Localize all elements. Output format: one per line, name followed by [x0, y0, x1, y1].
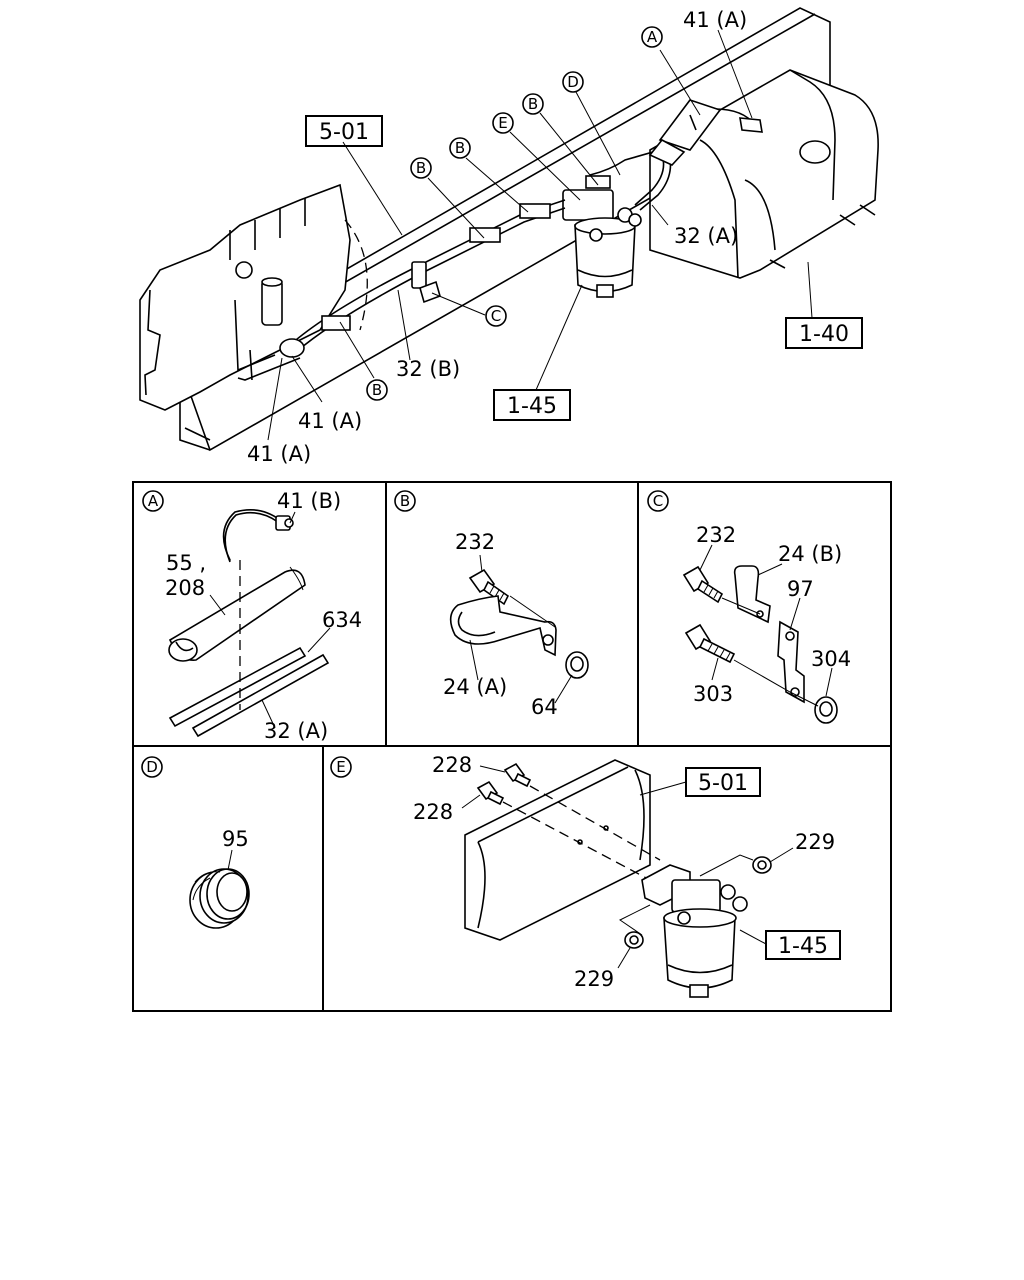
svg-text:B: B [528, 95, 538, 113]
main-assembly-view: 5-01 1-40 1-45 A D B E B [139, 7, 879, 466]
svg-text:E: E [336, 758, 345, 776]
svg-text:B: B [372, 381, 382, 399]
label-pipe-right: 32 (A) [674, 224, 738, 248]
callout-e[interactable]: E [492, 112, 514, 134]
svg-text:D: D [567, 73, 579, 91]
label-e-bolt-bottom: 228 [413, 800, 453, 824]
panel-e-letter[interactable]: E [330, 756, 352, 778]
svg-text:B: B [416, 159, 426, 177]
panel-a-letter[interactable]: A [142, 490, 164, 512]
svg-text:D: D [146, 758, 158, 776]
panel-c: C 232 24 (B) 97 303 304 [647, 490, 851, 724]
label-e-bolt-top: 228 [432, 753, 472, 777]
label-b-nut: 64 [531, 695, 558, 719]
ref-box-tank[interactable]: 1-40 [785, 317, 863, 349]
label-a-tube: 634 [322, 608, 362, 632]
ref-box-filter-top[interactable]: 1-45 [493, 389, 571, 421]
panel-c-letter[interactable]: C [647, 490, 669, 512]
svg-text:A: A [148, 492, 159, 510]
label-c-bolt2: 303 [693, 682, 733, 706]
label-clamp-mid: 41 (A) [298, 409, 362, 433]
detail-grid [132, 481, 892, 1012]
svg-text:1-45: 1-45 [778, 934, 828, 959]
callout-b3[interactable]: B [410, 157, 432, 179]
svg-text:A: A [647, 28, 658, 46]
panel-d-letter[interactable]: D [141, 756, 163, 778]
panel-a: A 41 (B) 55 , 208 634 32 (A) [142, 489, 362, 743]
callout-a[interactable]: A [641, 26, 663, 48]
svg-text:5-01: 5-01 [698, 771, 748, 796]
svg-text:B: B [455, 139, 465, 157]
label-c-bolt: 232 [696, 523, 736, 547]
svg-text:5-01: 5-01 [319, 120, 369, 145]
label-clamp-low: 41 (A) [247, 442, 311, 466]
label-c-bracket: 24 (B) [778, 542, 842, 566]
svg-text:E: E [498, 114, 507, 132]
label-a-sleeve-208: 208 [165, 576, 205, 600]
svg-text:B: B [400, 492, 410, 510]
svg-text:1-45: 1-45 [507, 394, 557, 419]
ref-box-filter-e[interactable]: 1-45 [765, 930, 841, 960]
svg-text:C: C [491, 307, 501, 325]
ref-box-frame-e[interactable]: 5-01 [685, 767, 761, 797]
label-b-bracket: 24 (A) [443, 675, 507, 699]
label-c-nut: 304 [811, 647, 851, 671]
callout-c[interactable]: C [485, 305, 507, 327]
ref-box-frame-top[interactable]: 5-01 [305, 115, 383, 147]
hose-sleeve [648, 99, 763, 166]
leader-lines [267, 29, 813, 441]
callout-b1[interactable]: B [522, 93, 544, 115]
label-c-plate: 97 [787, 577, 814, 601]
label-a-pipe: 32 (A) [264, 719, 328, 743]
label-e-nut-left: 229 [574, 967, 614, 991]
panel-d: D 95 [141, 756, 250, 929]
label-pipe-bottom: 32 (B) [396, 357, 460, 381]
panel-b: B 232 24 (A) 64 [394, 490, 589, 719]
svg-text:1-40: 1-40 [799, 322, 849, 347]
panel-e: E [330, 753, 841, 998]
panel-b-letter[interactable]: B [394, 490, 416, 512]
label-a-sleeve-55: 55 , [166, 551, 206, 575]
label-e-nut-right: 229 [795, 830, 835, 854]
callout-b4[interactable]: B [366, 379, 388, 401]
fuel-filter-assembly [562, 189, 642, 298]
svg-text:C: C [653, 492, 663, 510]
engine-block [139, 183, 368, 411]
label-clamp-top: 41 (A) [683, 8, 747, 32]
label-a-clamp: 41 (B) [277, 489, 341, 513]
label-d-grommet: 95 [222, 827, 249, 851]
label-b-bolt: 232 [455, 530, 495, 554]
callout-b2[interactable]: B [449, 137, 471, 159]
callout-d[interactable]: D [562, 71, 584, 93]
